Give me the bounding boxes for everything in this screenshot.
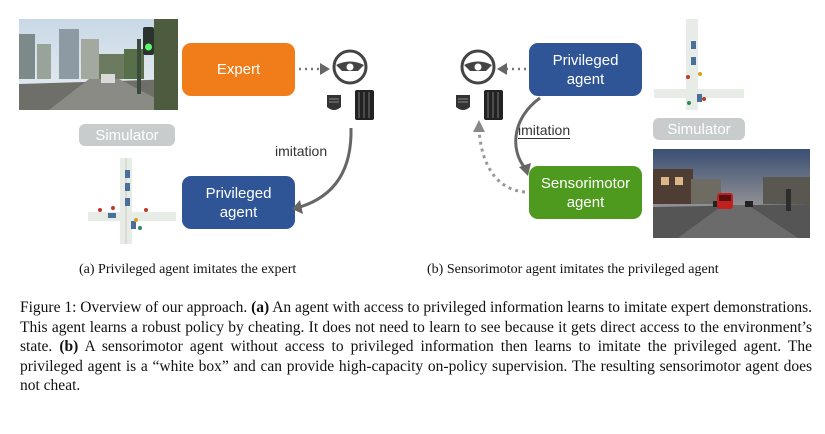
camera-view-image-a bbox=[19, 19, 178, 110]
simulator-label-a: Simulator bbox=[79, 124, 175, 146]
arrow-sensorimotor-to-controls bbox=[477, 129, 526, 194]
pedal-icon bbox=[327, 90, 374, 120]
expert-box: Expert bbox=[182, 43, 295, 96]
subcaption-a: (a) Privileged agent imitates the expert bbox=[79, 262, 297, 277]
arrow-imitation-a bbox=[299, 127, 353, 209]
caption-lead: Figure 1: Overview of our approach. bbox=[20, 299, 252, 316]
simulator-label-b: Simulator bbox=[653, 118, 745, 140]
birdseye-map-image-b bbox=[654, 19, 744, 110]
imitation-label-b: imitation bbox=[518, 122, 571, 139]
sensorimotor-agent-box: Sensorimotor agent bbox=[529, 166, 642, 219]
caption-marker-b: (b) bbox=[59, 338, 79, 355]
birdseye-map-image-a bbox=[88, 158, 176, 244]
privileged-agent-box-a: Privileged agent bbox=[182, 176, 295, 229]
steering-wheel-icon bbox=[332, 49, 368, 85]
imitation-label-a: imitation bbox=[275, 143, 328, 159]
subcaption-b: (b) Sensorimotor agent imitates the priv… bbox=[427, 262, 719, 277]
arrow-imitation-b bbox=[514, 96, 541, 169]
caption-marker-a: (a) bbox=[251, 299, 270, 316]
figure-caption: Figure 1: Overview of our approach. (a) … bbox=[20, 298, 812, 396]
caption-text-a: An agent with access to privileged infor… bbox=[20, 299, 813, 355]
steering-wheel-icon bbox=[460, 49, 496, 85]
pedal-icon bbox=[456, 90, 503, 120]
camera-view-image-b bbox=[653, 149, 810, 238]
privileged-agent-box-b: Privileged agent bbox=[529, 43, 642, 96]
caption-text-b: A sensorimotor agent without access to p… bbox=[20, 338, 812, 394]
